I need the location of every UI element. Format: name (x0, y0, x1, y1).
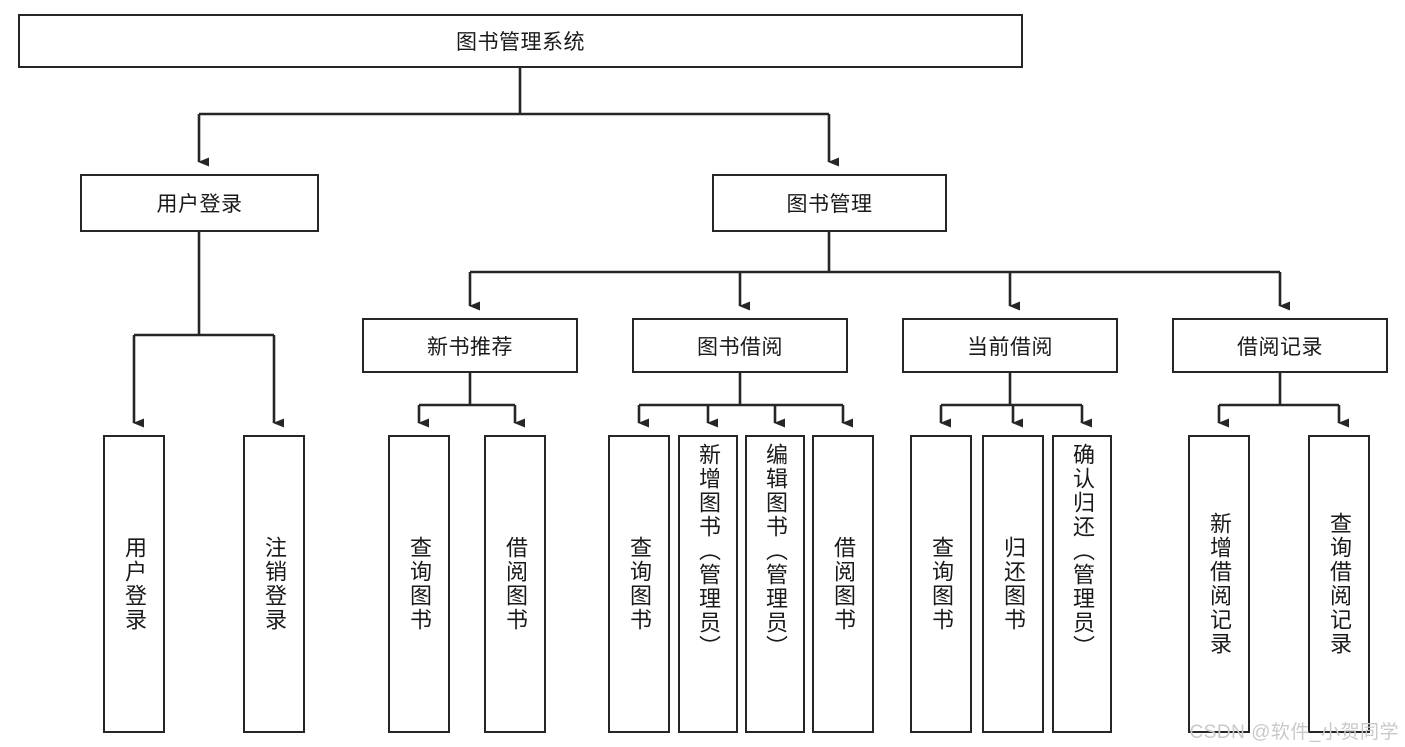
node-label: 借阅记录 (1237, 335, 1323, 359)
node-label: 查询图书 (626, 536, 652, 632)
node-leaf-return-book[interactable]: 归还图书 (982, 435, 1044, 733)
node-label: 借阅图书 (830, 536, 856, 632)
node-leaf-add-book-admin[interactable]: 新增图书（管理员） (678, 435, 738, 733)
node-book-manage[interactable]: 图书管理 (712, 174, 947, 232)
node-label: 查询图书 (406, 536, 432, 632)
node-new-book-recommend[interactable]: 新书推荐 (362, 318, 578, 373)
node-label: 图书管理系统 (456, 31, 585, 54)
node-label: 编辑图书（管理员） (762, 443, 788, 659)
node-leaf-query-book-2[interactable]: 查询图书 (608, 435, 670, 733)
node-leaf-borrow-book-1[interactable]: 借阅图书 (484, 435, 546, 733)
csdn-watermark: CSDN @软件_小贺同学 (1189, 722, 1399, 743)
node-label: 新书推荐 (427, 335, 513, 359)
node-label: 注销登录 (261, 536, 287, 632)
node-leaf-user-login[interactable]: 用户登录 (103, 435, 165, 733)
node-user-login[interactable]: 用户登录 (80, 174, 319, 232)
node-label: 新增图书（管理员） (695, 443, 721, 659)
node-label: 用户登录 (121, 536, 147, 632)
node-leaf-query-borrow-record[interactable]: 查询借阅记录 (1308, 435, 1370, 733)
node-label: 新增借阅记录 (1206, 512, 1232, 656)
node-leaf-logout-login[interactable]: 注销登录 (243, 435, 305, 733)
node-leaf-borrow-book-2[interactable]: 借阅图书 (812, 435, 874, 733)
node-leaf-confirm-return-admin[interactable]: 确认归还（管理员） (1052, 435, 1112, 733)
node-label: 图书管理 (786, 193, 873, 216)
node-leaf-query-book-1[interactable]: 查询图书 (388, 435, 450, 733)
node-label: 用户登录 (156, 193, 243, 216)
node-label: 确认归还（管理员） (1069, 443, 1095, 659)
node-root-system[interactable]: 图书管理系统 (18, 14, 1023, 68)
node-label: 查询图书 (928, 536, 954, 632)
node-leaf-add-borrow-record[interactable]: 新增借阅记录 (1188, 435, 1250, 733)
node-label: 图书借阅 (697, 335, 783, 359)
node-label: 查询借阅记录 (1326, 512, 1352, 656)
node-borrow-record[interactable]: 借阅记录 (1172, 318, 1388, 373)
node-current-borrow[interactable]: 当前借阅 (902, 318, 1118, 373)
node-label: 归还图书 (1000, 536, 1026, 632)
node-leaf-query-book-3[interactable]: 查询图书 (910, 435, 972, 733)
node-book-borrow[interactable]: 图书借阅 (632, 318, 848, 373)
node-leaf-edit-book-admin[interactable]: 编辑图书（管理员） (745, 435, 805, 733)
node-label: 借阅图书 (502, 536, 528, 632)
node-label: 当前借阅 (967, 335, 1053, 359)
